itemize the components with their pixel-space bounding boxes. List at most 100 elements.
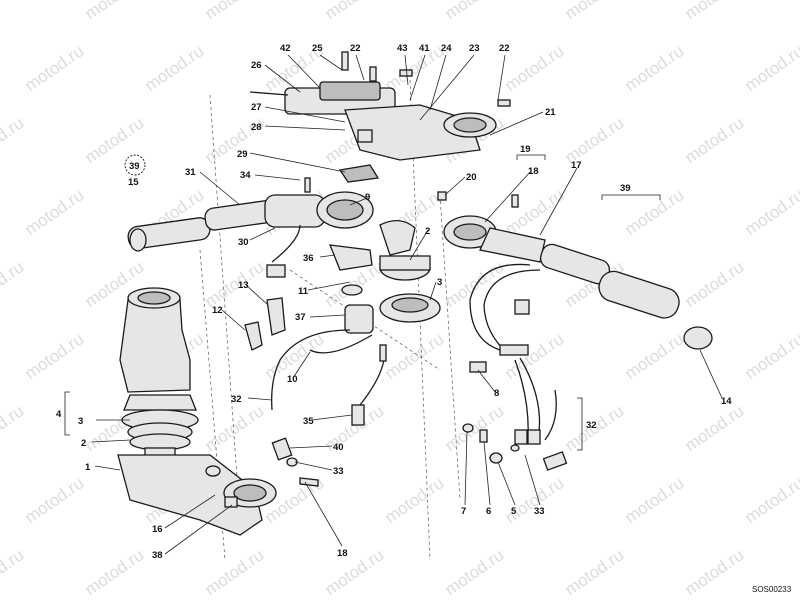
watermark-text: motod.ru (321, 0, 387, 23)
right-handlebar (437, 191, 713, 350)
watermark-text: motod.ru (0, 257, 27, 311)
callout-43: 43 (397, 43, 408, 54)
callout-42: 42 (280, 43, 291, 54)
callout-1: 1 (85, 462, 91, 473)
callout-33: 33 (534, 506, 545, 517)
callout-4: 4 (56, 409, 62, 420)
callout-7: 7 (461, 506, 466, 517)
callout-8: 8 (494, 388, 499, 399)
callout-18: 18 (337, 548, 348, 559)
watermark-text: motod.ru (21, 185, 87, 239)
callout-19: 19 (520, 144, 531, 155)
watermark-text: motod.ru (501, 329, 567, 383)
watermark-text: motod.ru (741, 329, 800, 383)
watermark-text: motod.ru (621, 41, 687, 95)
callout-2: 2 (81, 438, 86, 449)
watermark-text: motod.ru (681, 0, 747, 23)
callout-10: 10 (287, 374, 298, 385)
callout-23: 23 (469, 43, 480, 54)
callout-25: 25 (312, 43, 323, 54)
watermark-text: motod.ru (201, 545, 267, 599)
watermark-text: motod.ru (501, 473, 567, 527)
callout-36: 36 (303, 253, 314, 264)
callout-32: 32 (231, 394, 242, 405)
callout-14: 14 (721, 396, 732, 407)
callout-39: 39 (620, 183, 631, 194)
callout-29: 29 (237, 149, 248, 160)
callout-22: 22 (350, 43, 361, 54)
watermark-text: motod.ru (681, 257, 747, 311)
callout-30: 30 (238, 237, 249, 248)
watermark-text: motod.ru (681, 401, 747, 455)
watermark-text: motod.ru (561, 0, 627, 23)
watermark-text: motod.ru (441, 0, 507, 23)
callout-31: 31 (185, 167, 196, 178)
callout-6: 6 (486, 506, 491, 517)
leader-lines (64, 54, 723, 555)
watermark-text: motod.ru (561, 545, 627, 599)
watermark-text: motod.ru (381, 473, 447, 527)
watermark-text: motod.ru (621, 473, 687, 527)
callout-33: 33 (333, 466, 344, 477)
watermark-text: motod.ru (741, 473, 800, 527)
callout-13: 13 (238, 280, 249, 291)
callout-28: 28 (251, 122, 262, 133)
callout-3: 3 (78, 416, 83, 427)
watermark-text: motod.ru (21, 41, 87, 95)
watermark-text: motod.ru (621, 185, 687, 239)
watermark-text: motod.ru (321, 545, 387, 599)
steering-stem-assembly (117, 287, 319, 536)
callout-27: 27 (251, 102, 262, 113)
watermark-text: motod.ru (0, 0, 27, 23)
watermark-text: motod.ru (81, 0, 147, 23)
callout-12: 12 (212, 305, 223, 316)
callout-20: 20 (466, 172, 477, 183)
callout-18: 18 (528, 166, 539, 177)
callout-3: 3 (437, 277, 442, 288)
callout-9: 9 (365, 192, 370, 203)
watermark-text: motod.ru (741, 185, 800, 239)
watermark-text: motod.ru (441, 545, 507, 599)
callout-38: 38 (152, 550, 163, 561)
watermark-text: motod.ru (501, 41, 567, 95)
callout-22: 22 (499, 43, 510, 54)
callout-39: 39 (129, 161, 140, 172)
watermark-text: motod.ru (0, 113, 27, 167)
callout-21: 21 (545, 107, 556, 118)
watermark-text: motod.ru (741, 41, 800, 95)
throttle-cables (462, 263, 568, 471)
watermark-text: motod.ru (0, 401, 27, 455)
callout-35: 35 (303, 416, 314, 427)
watermark-text: motod.ru (141, 41, 207, 95)
callout-32: 32 (586, 420, 597, 431)
callout-2: 2 (425, 226, 430, 237)
callout-11: 11 (298, 286, 309, 297)
watermark-text: motod.ru (201, 257, 267, 311)
watermark-text: motod.ru (681, 545, 747, 599)
callout-34: 34 (240, 170, 251, 181)
callout-5: 5 (511, 506, 517, 517)
callout-24: 24 (441, 43, 452, 54)
ignition-switch (244, 220, 441, 467)
left-handlebar (127, 177, 374, 252)
watermark-text: motod.ru (81, 545, 147, 599)
watermark-text: motod.ru (621, 329, 687, 383)
callout-16: 16 (152, 524, 163, 535)
callout-41: 41 (419, 43, 430, 54)
drawing-code: SOS00233 (752, 585, 792, 594)
steering-damper-assembly (249, 51, 511, 183)
watermark-text: motod.ru (441, 401, 507, 455)
callout-numbers: 42 25 22 43 41 24 23 22 26 21 27 28 29 1… (56, 43, 732, 561)
watermark-text: motod.ru (0, 545, 27, 599)
watermark-text: motod.ru (81, 113, 147, 167)
callout-15: 15 (128, 177, 139, 188)
callout-40: 40 (333, 442, 344, 453)
watermark-text: motod.ru (201, 0, 267, 23)
callout-37: 37 (295, 312, 306, 323)
watermark-text: motod.ru (201, 401, 267, 455)
watermark-text: motod.ru (441, 257, 507, 311)
watermark-text: motod.ru (21, 473, 87, 527)
watermark-text: motod.ru (21, 329, 87, 383)
callout-17: 17 (571, 160, 582, 171)
